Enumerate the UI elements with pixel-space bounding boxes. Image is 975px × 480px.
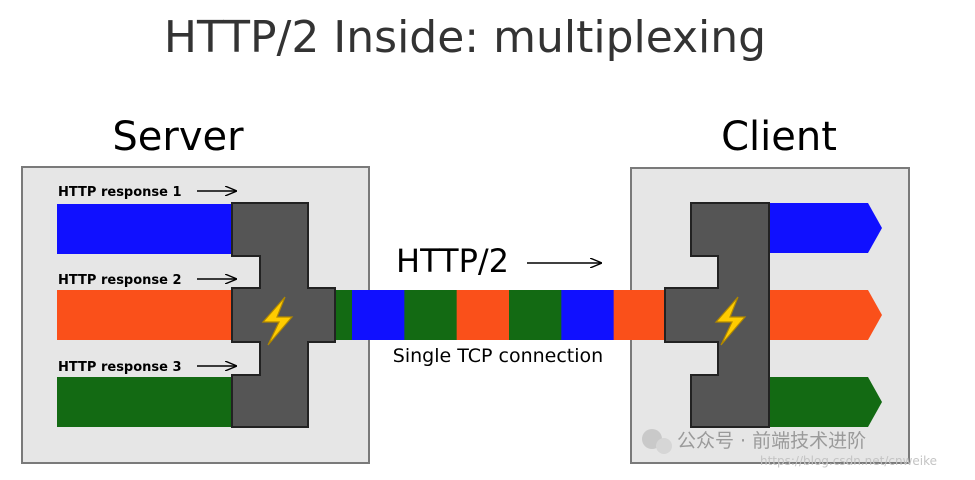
tcp-frame xyxy=(352,290,405,340)
server-multiplexer xyxy=(231,202,336,428)
watermark-url: https://blog.csdn.net/cnweike xyxy=(760,454,937,468)
watermark-account: 公众号 · 前端技术进阶 xyxy=(677,430,866,452)
client-label: Client xyxy=(721,114,837,160)
http-response-1-stream xyxy=(57,204,232,254)
client-stream-2-arrow xyxy=(769,290,882,340)
http-response-3-label: HTTP response 3 xyxy=(58,360,182,375)
tcp-frame xyxy=(613,290,667,340)
client-stream-3-arrow xyxy=(769,377,882,427)
tcp-frame xyxy=(404,290,458,340)
tcp-frame xyxy=(456,290,510,340)
http-response-2-stream xyxy=(57,290,232,340)
tcp-frame xyxy=(334,290,353,340)
connection-caption: Single TCP connection xyxy=(393,345,603,367)
tcp-frame xyxy=(561,290,615,340)
http-response-1-label: HTTP response 1 xyxy=(58,185,182,200)
tcp-frame xyxy=(509,290,562,340)
wechat-icon-bubble xyxy=(656,438,672,454)
tcp-connection-frames xyxy=(334,290,667,340)
http-response-3-stream xyxy=(57,377,232,427)
http-response-2-label: HTTP response 2 xyxy=(58,273,182,288)
client-stream-1-arrow xyxy=(769,203,882,253)
lightning-bolt-icon xyxy=(714,296,747,346)
protocol-label: HTTP/2 xyxy=(396,242,509,280)
lightning-bolt-icon xyxy=(261,296,294,346)
client-multiplexer xyxy=(664,202,770,428)
server-label: Server xyxy=(112,114,244,160)
watermark: 公众号 · 前端技术进阶 https://blog.csdn.net/cnwei… xyxy=(642,429,937,468)
page-title: HTTP/2 Inside: multiplexing xyxy=(164,12,766,63)
